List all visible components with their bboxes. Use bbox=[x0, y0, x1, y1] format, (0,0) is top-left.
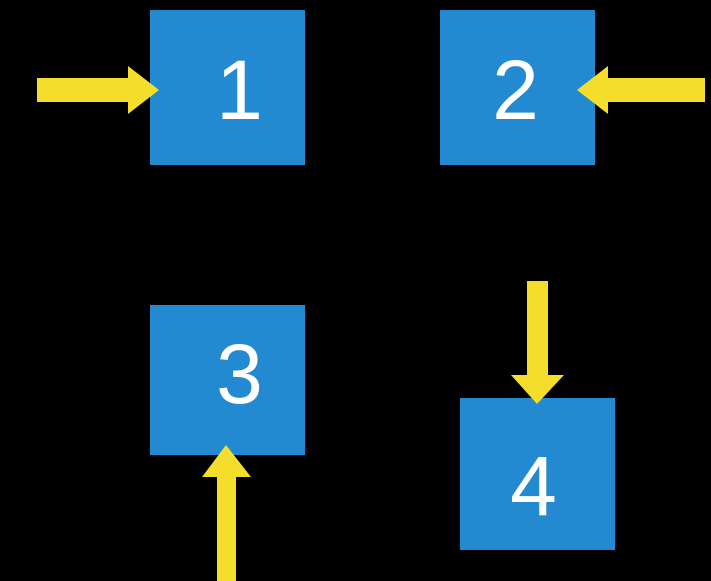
node-box-2[interactable]: 2 bbox=[440, 10, 595, 165]
arrow-up-shape bbox=[202, 445, 251, 581]
node-box-3[interactable]: 3 bbox=[150, 305, 305, 455]
node-box-1-label: 1 bbox=[216, 42, 263, 137]
node-box-2-label: 2 bbox=[492, 42, 539, 137]
arrow-down-shape bbox=[511, 281, 564, 404]
arrow-left-shape bbox=[577, 66, 705, 114]
node-box-1[interactable]: 1 bbox=[150, 10, 305, 165]
node-box-4-label: 4 bbox=[510, 439, 557, 533]
arrow-left-into-box-2 bbox=[577, 66, 705, 114]
arrow-right-shape bbox=[37, 66, 159, 114]
arrow-down-into-box-4 bbox=[511, 281, 564, 404]
arrow-right-into-box-1 bbox=[37, 66, 159, 114]
node-box-3-label: 3 bbox=[216, 327, 263, 421]
arrow-up-into-box-3 bbox=[202, 445, 251, 581]
node-box-4[interactable]: 4 bbox=[460, 398, 615, 550]
